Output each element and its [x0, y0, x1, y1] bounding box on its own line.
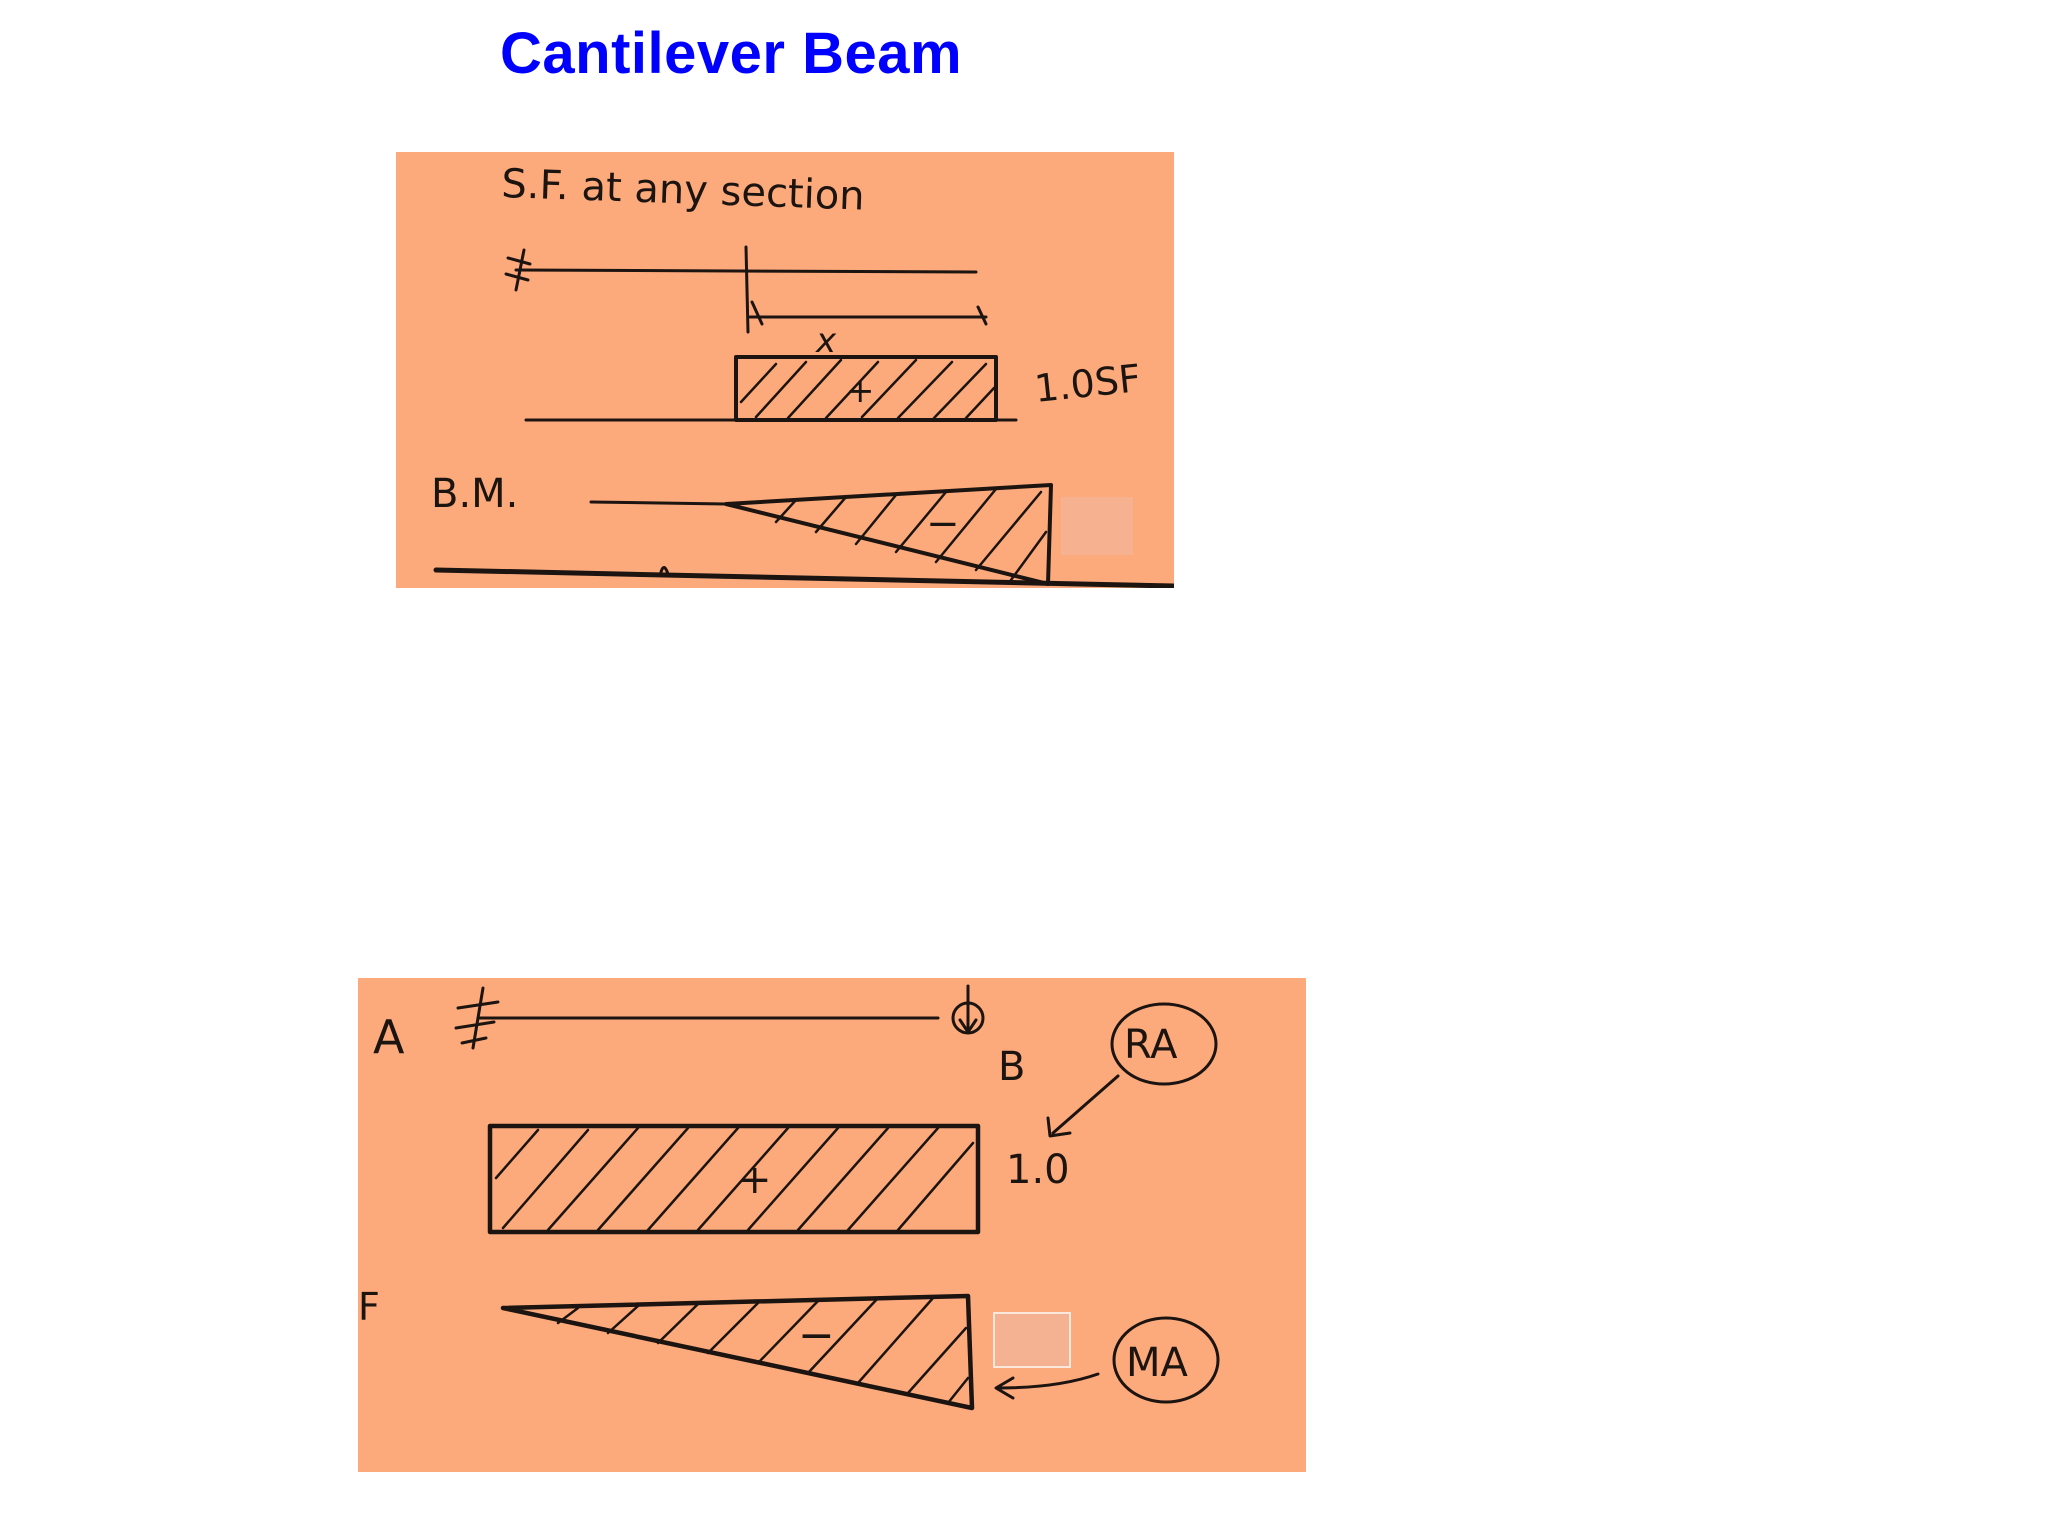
bottom-moment-label: MA — [1112, 1316, 1220, 1404]
top-bm-label: B.M. — [431, 471, 518, 517]
top-bm-sign: − — [926, 501, 960, 547]
bottom-left-edge-label: F — [358, 1285, 380, 1329]
top-beam — [504, 245, 978, 334]
top-dimension-x: x — [748, 300, 988, 361]
bottom-beam: A B — [373, 984, 1025, 1090]
top-diagram-sketch: S.F. at any section x + 1.0SF B.M. — [396, 152, 1174, 588]
bottom-bm-sign: − — [798, 1310, 835, 1361]
bottom-ma-text: MA — [1126, 1340, 1189, 1386]
slide-title: Cantilever Beam — [500, 21, 963, 86]
top-x-label: x — [815, 321, 837, 361]
bottom-diagram-panel: A B RA + 1.0 F − — [358, 978, 1306, 1472]
bottom-ra-text: RA — [1124, 1022, 1178, 1068]
bottom-sf-sign: + — [738, 1157, 772, 1203]
bottom-bm-diagram: − — [500, 1293, 1100, 1411]
bottom-sf-value: 1.0 — [1006, 1147, 1070, 1193]
top-bm-diagram: B.M. − — [431, 471, 1133, 586]
bottom-label-a: A — [373, 1010, 405, 1064]
bottom-reaction-label: RA — [1046, 1002, 1218, 1138]
bottom-diagram-sketch: A B RA + 1.0 F − — [358, 978, 1306, 1472]
top-sf-sign: + — [846, 371, 875, 411]
bottom-sf-diagram: + 1.0 — [487, 1123, 1070, 1235]
top-diagram-panel: S.F. at any section x + 1.0SF B.M. — [396, 152, 1174, 588]
bottom-label-b: B — [998, 1044, 1025, 1090]
